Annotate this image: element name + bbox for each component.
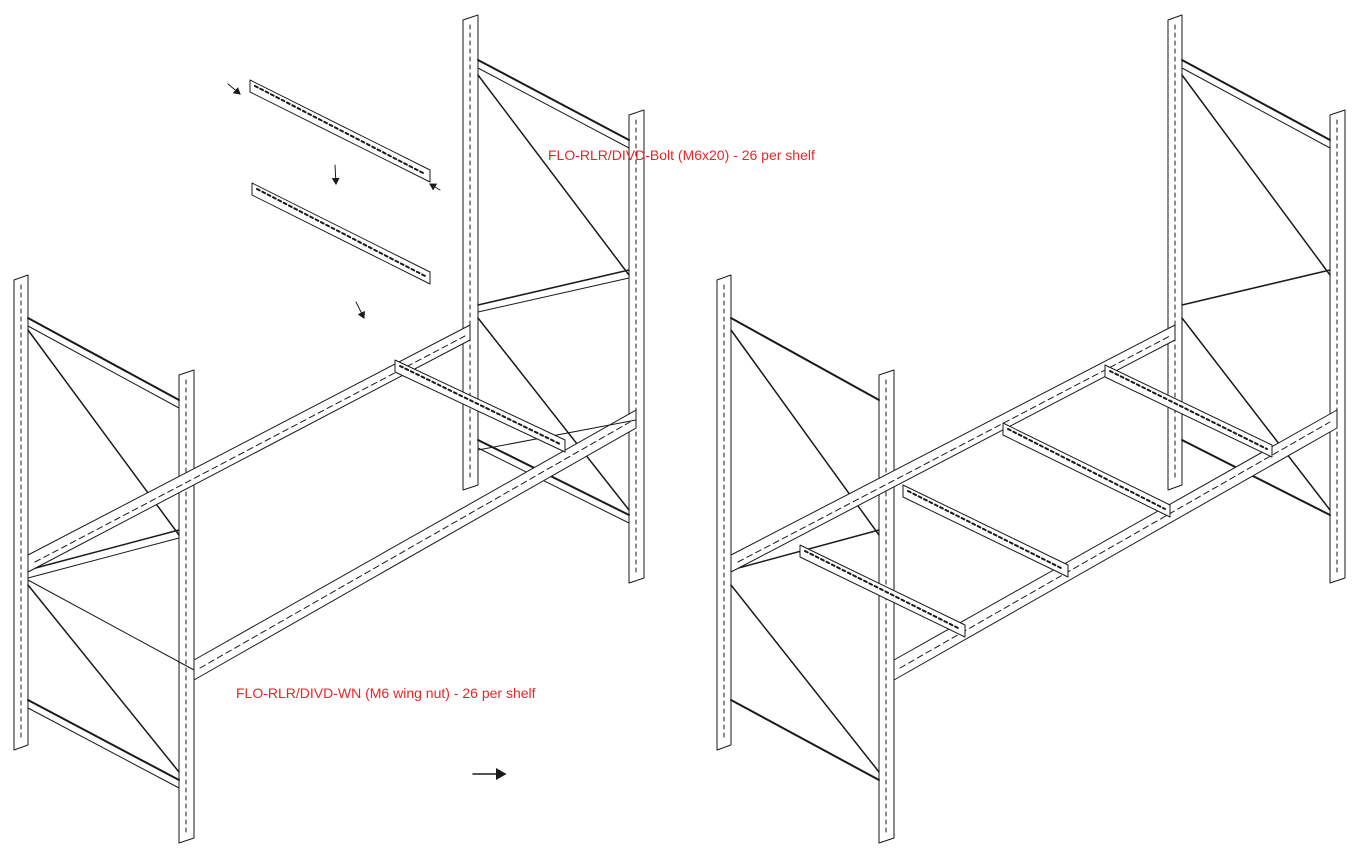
wing-nut-callout-label: FLO-RLR/DIVD-WN (M6 wing nut) - 26 per s… [236, 685, 536, 701]
rear-load-beam [27, 324, 471, 573]
assembled-rack [716, 14, 1346, 844]
front-load-beam [893, 409, 1338, 681]
back-upright-frame [462, 14, 645, 584]
divider-bar [251, 182, 431, 285]
front-load-beam [193, 409, 637, 681]
back-upright-frame [1167, 14, 1346, 584]
divider-bars-exploded [249, 79, 431, 285]
front-upright-frame [13, 274, 195, 844]
bolt-callout-label: FLO-RLR/DIVD-Bolt (M6x20) - 26 per shelf [548, 147, 815, 163]
divider-bar [1104, 364, 1273, 458]
load-beams [27, 324, 637, 681]
rear-load-beam [730, 324, 1176, 573]
divider-bar [394, 359, 566, 453]
load-beams [730, 324, 1338, 681]
installed-divider-bars [799, 364, 1273, 638]
small-down-arrow-icon [227, 83, 441, 319]
divider-bar [1002, 422, 1171, 518]
divider-bar-installing [394, 359, 566, 453]
exploded-rack-assembly [13, 14, 645, 844]
